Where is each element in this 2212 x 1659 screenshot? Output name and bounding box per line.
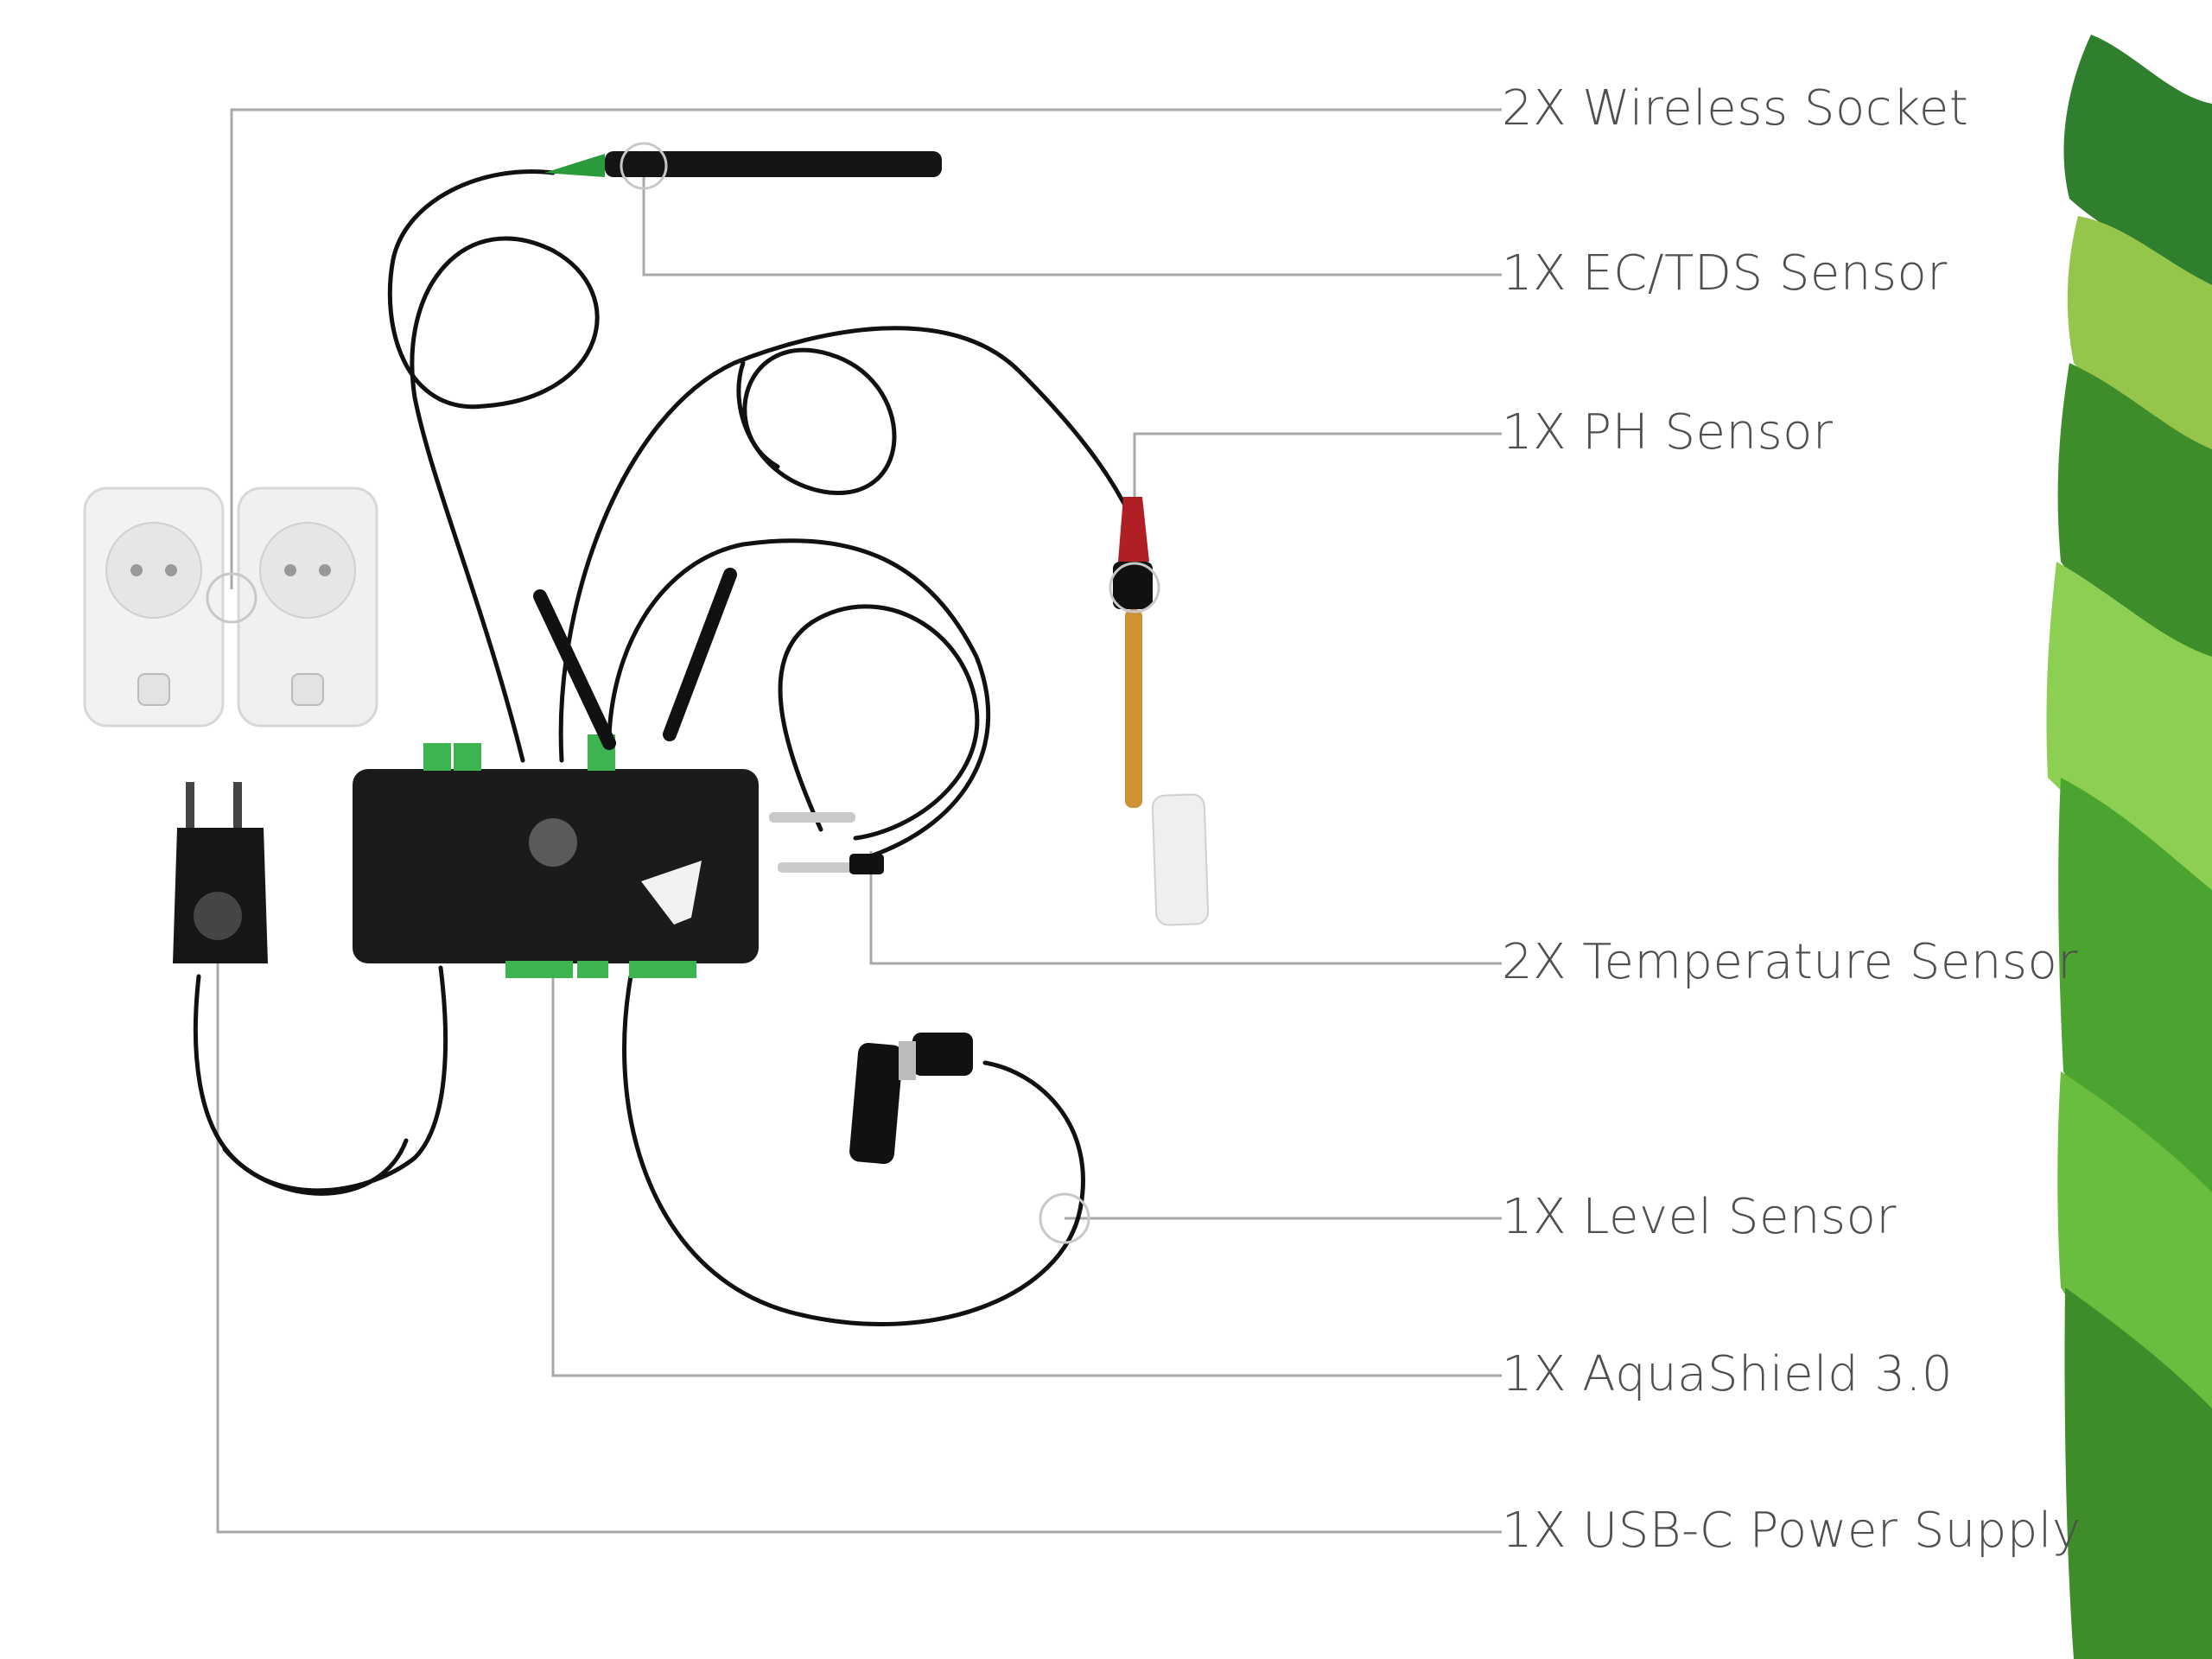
float-switch-icon	[849, 1033, 1090, 1244]
ec-probe-icon	[544, 142, 942, 190]
controller-box-icon	[353, 568, 759, 978]
leader-line-temperature	[869, 851, 1502, 965]
label-aquashield: 1X AquaShield 3.0	[1502, 1346, 1953, 1402]
label-wireless-socket: 2X Wireless Socket	[1502, 80, 1969, 137]
leader-line-aquashield	[551, 842, 1502, 1377]
label-ph-sensor: 1X PH Sensor	[1502, 404, 1834, 461]
label-power-supply: 1X USB-C Power Supply	[1502, 1503, 2082, 1559]
leader-line-power	[216, 916, 1502, 1534]
label-ec-tds-sensor: 1X EC/TDS Sensor	[1502, 245, 1948, 302]
leader-line-ec-tds	[642, 166, 1502, 276]
cables	[193, 169, 1135, 1326]
leader-line-wireless-socket	[230, 108, 1502, 589]
ph-probe-icon	[1109, 497, 1210, 926]
wireless-socket-icon	[83, 486, 378, 728]
label-temperature-sensor: 2X Temperature Sensor	[1502, 934, 2078, 990]
leader-line-ph	[1133, 432, 1502, 588]
temperature-probe-icon	[769, 812, 884, 874]
lettuce-icon	[2046, 0, 2212, 1659]
label-level-sensor: 1X Level Sensor	[1502, 1189, 1897, 1245]
power-adapter-icon	[173, 782, 268, 963]
